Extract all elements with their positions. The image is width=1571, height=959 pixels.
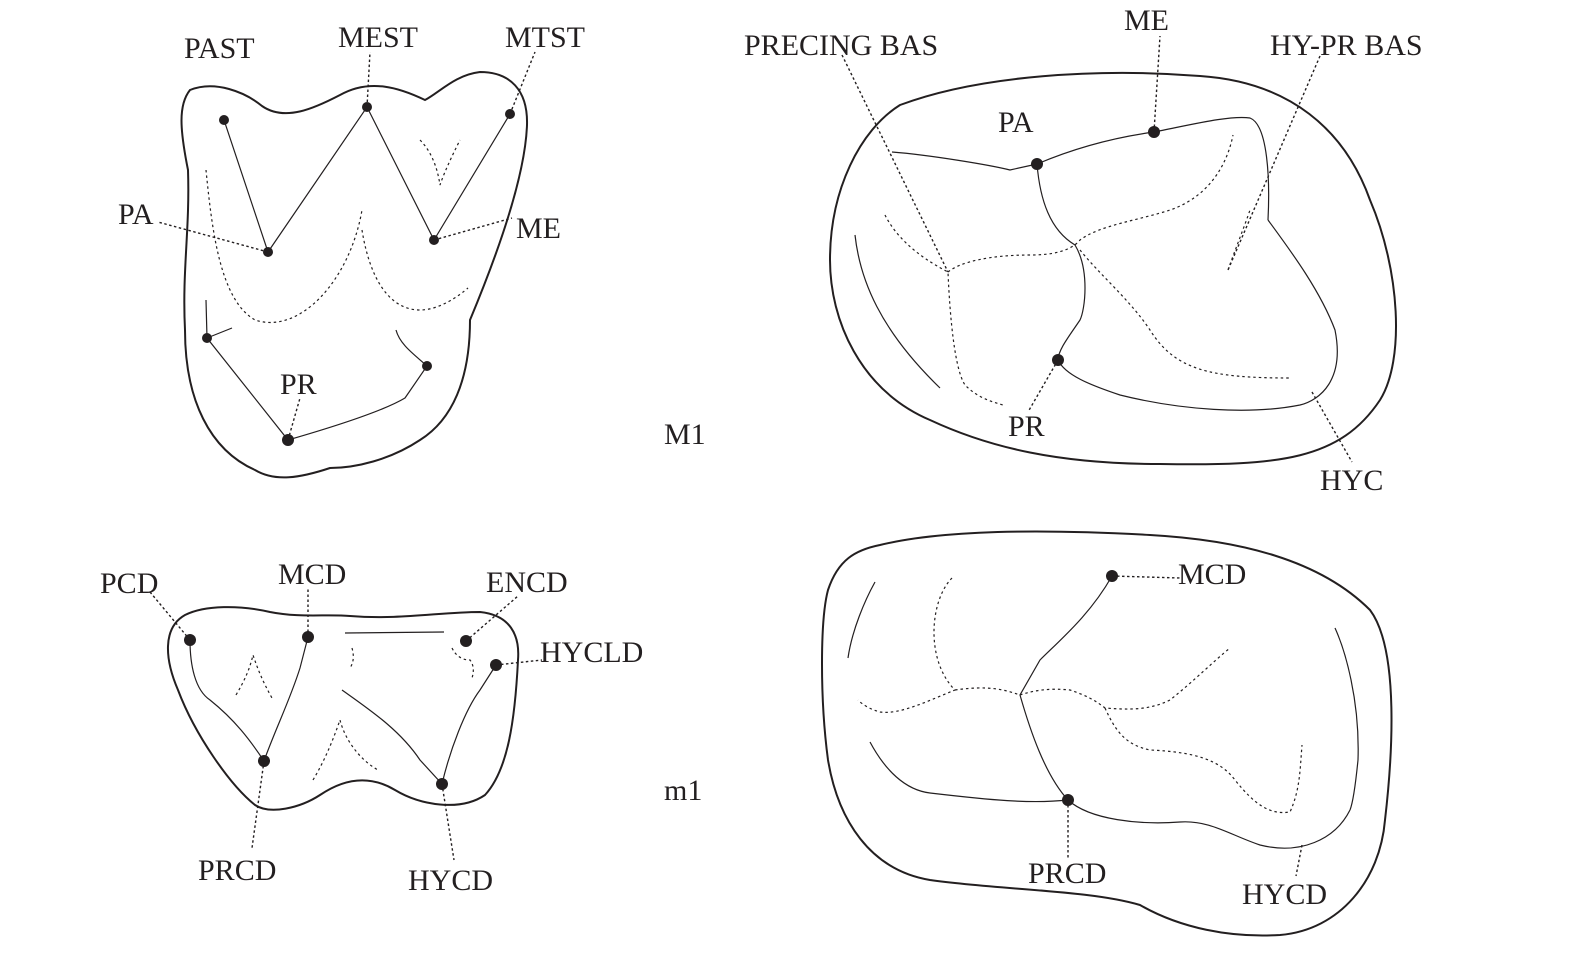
- mcd-label-right: MCD: [1178, 558, 1246, 591]
- central-basin-groove: [954, 647, 1231, 710]
- hypocone-cusp-dot: [422, 361, 432, 371]
- hycd-label-right: HYCD: [1242, 878, 1327, 911]
- pcd-label: PCD: [100, 567, 158, 600]
- mest-label: MEST: [338, 21, 418, 54]
- precing-bas-leader: [841, 54, 949, 273]
- talonid-groove-2: [349, 647, 354, 669]
- me-leader: [433, 217, 513, 241]
- hypocone-crest: [1057, 219, 1338, 411]
- encd-leader: [465, 595, 519, 642]
- pa-label: PA: [118, 198, 154, 231]
- lower-left-tooth-panel: PCD MCD ENCD HYCLD PRCD HYCD: [100, 558, 643, 897]
- upper-left-groove-3: [419, 139, 461, 186]
- upper-left-tooth-outline: [180, 70, 529, 479]
- pa-label-right: PA: [998, 106, 1034, 139]
- protoconid-crest: [869, 741, 1351, 849]
- lower-right-tooth-outline: [821, 530, 1393, 937]
- mcd-leader-right: [1111, 575, 1181, 579]
- preprotocrista-line: [205, 299, 428, 441]
- past-label: PAST: [184, 32, 255, 65]
- me-label: ME: [516, 212, 561, 245]
- paracone-metacone-crest: [891, 116, 1270, 221]
- precing-bas-label: PRECING BAS: [744, 29, 938, 62]
- cingulum-cusp-dot: [202, 333, 212, 343]
- hyc-label: HYC: [1320, 464, 1383, 497]
- mest-leader: [366, 51, 371, 108]
- pr-label-right: PR: [1008, 410, 1045, 443]
- hy-pr-bas-leader: [1227, 55, 1321, 271]
- hy-pr-basin-groove: [1227, 209, 1251, 271]
- upper-left-groove-1: [205, 169, 363, 323]
- protocone-paracone-crest: [1036, 163, 1086, 361]
- hypocone-basin-groove: [1079, 249, 1291, 379]
- pcd-leader: [149, 591, 191, 641]
- me-leader-right: [1153, 35, 1161, 133]
- hycld-label: HYCLD: [540, 636, 643, 669]
- hycld-leader: [495, 659, 543, 666]
- precingulum-basin-groove: [884, 214, 1004, 406]
- lower-right-tooth-panel: MCD PRCD HYCD: [821, 530, 1393, 937]
- prcd-label-right: PRCD: [1028, 857, 1106, 890]
- entoconid-crest: [1334, 627, 1359, 811]
- talonid-basin-groove: [1104, 707, 1303, 814]
- upper-right-tooth-outline: [828, 71, 1397, 466]
- pa-cusp-dot-right: [1031, 158, 1043, 170]
- pa-leader: [157, 221, 269, 253]
- pr-leader-right: [1027, 359, 1059, 413]
- past-cusp-dot: [219, 115, 229, 125]
- upper-left-tooth-panel: PAST MEST MTST PA ME PR: [118, 21, 585, 479]
- mtst-label: MTST: [505, 21, 585, 54]
- prcd-label: PRCD: [198, 854, 276, 887]
- paraconid-crest: [847, 581, 876, 659]
- me-label-right: ME: [1124, 4, 1169, 37]
- trigonid-groove: [235, 652, 273, 699]
- cristid-obliqua-line: [341, 664, 497, 786]
- hycd-label: HYCD: [408, 864, 493, 897]
- pr-label: PR: [280, 368, 317, 401]
- paracrista-line: [223, 105, 511, 254]
- row-label-lower: m1: [664, 774, 702, 807]
- hycd-leader: [441, 783, 455, 861]
- hy-pr-bas-label: HY-PR BAS: [1270, 29, 1423, 62]
- hyc-leader: [1311, 391, 1353, 463]
- trigonid-basin-groove: [857, 577, 957, 713]
- metaconid-crest: [1019, 575, 1113, 801]
- mtst-leader: [509, 51, 536, 115]
- mcd-label: MCD: [278, 558, 346, 591]
- entoconid-groove: [451, 647, 474, 679]
- hypolophid-line: [344, 631, 445, 634]
- central-groove: [947, 134, 1234, 273]
- lower-left-tooth-outline: [167, 606, 520, 811]
- encd-label: ENCD: [486, 566, 568, 599]
- talonid-groove-1: [312, 717, 379, 781]
- upper-right-tooth-panel: PRECING BAS ME HY-PR BAS PA PR HYC: [744, 4, 1423, 497]
- lingual-cingulum-crest: [854, 234, 941, 389]
- hycd-leader-right: [1295, 844, 1303, 877]
- paracristid-line: [189, 636, 309, 763]
- pr-leader: [287, 397, 301, 441]
- upper-left-groove-2: [361, 229, 469, 311]
- row-label-upper: M1: [664, 418, 706, 451]
